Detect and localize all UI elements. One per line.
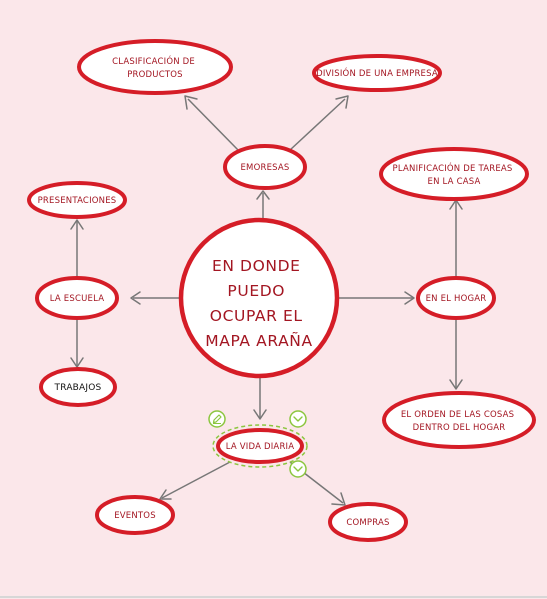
center-line-4: MAPA ARAÑA: [205, 331, 312, 350]
selection-outline: [212, 424, 308, 468]
arrow-hogar-orden: [449, 379, 463, 390]
node-orden[interactable]: EL ORDEN DE LAS COSAS DENTRO DEL HOGAR: [382, 391, 536, 449]
arrow-emoresas-division: [335, 95, 349, 109]
edge-emoresas-clasificacion: [187, 98, 241, 153]
eventos-node-label: EVENTOS: [114, 511, 156, 521]
arrow-escuela-trabajos: [70, 357, 84, 368]
edit-icon[interactable]: [208, 410, 226, 428]
add-icon[interactable]: [289, 460, 307, 478]
arrow-center-escuela: [130, 291, 141, 305]
clasificacion-node-label: CLASIFICACIÓN DE PRODUCTOS: [112, 55, 198, 80]
orden-node-label: EL ORDEN DE LAS COSAS DENTRO DEL HOGAR: [401, 410, 517, 433]
edge-emoresas-division: [289, 98, 346, 151]
division-node-shape: [312, 54, 442, 92]
clasificacion-line-1: CLASIFICACIÓN DE: [112, 55, 195, 67]
node-division[interactable]: DIVISIÓN DE UNA EMPRESA: [312, 54, 442, 92]
center-node-shape: [178, 217, 340, 379]
orden-node-shape: [382, 391, 536, 449]
clasificacion-node-shape: [77, 39, 233, 95]
arrow-center-emoresas: [256, 190, 270, 200]
center-line-2: PUEDO: [227, 282, 285, 300]
planificacion-node-label: PLANIFICACIÓN DE TAREAS EN LA CASA: [393, 162, 516, 187]
arrow-emoresas-clasificacion: [184, 95, 198, 110]
clasificacion-line-2: PRODUCTOS: [127, 70, 183, 80]
arrow-vida-eventos: [159, 489, 172, 500]
arrow-vida-compras: [331, 492, 346, 506]
center-line-3: OCUPAR EL: [210, 307, 303, 325]
node-emoresas[interactable]: EMORESAS: [223, 144, 307, 190]
escuela-node-shape: [35, 276, 119, 320]
hogar-node-label: EN EL HOGAR: [426, 294, 487, 304]
vida-node-label: LA VIDA DIARIA: [226, 442, 295, 452]
emoresas-node-label: EMORESAS: [240, 163, 289, 173]
vida-node-shape: [216, 428, 304, 464]
orden-line-2: DENTRO DEL HOGAR: [413, 423, 506, 433]
arrow-center-hogar: [404, 291, 415, 305]
edge-vida-eventos: [161, 461, 231, 499]
connectors: [70, 95, 463, 506]
emoresas-node-shape: [223, 144, 307, 190]
orden-line-1: EL ORDEN DE LAS COSAS: [401, 410, 514, 420]
presentaciones-node-shape: [27, 181, 127, 219]
division-node-label: DIVISIÓN DE UNA EMPRESA: [316, 67, 438, 79]
trabajos-node-label: TRABAJOS: [54, 383, 102, 393]
arrow-center-vida: [253, 409, 267, 420]
node-trabajos[interactable]: TRABAJOS: [39, 367, 117, 407]
node-clasificacion[interactable]: CLASIFICACIÓN DE PRODUCTOS: [77, 39, 233, 95]
center-node-label: EN DONDE PUEDO OCUPAR EL MAPA ARAÑA: [205, 257, 312, 350]
hogar-node-shape: [416, 276, 496, 320]
node-escuela[interactable]: LA ESCUELA: [35, 276, 119, 320]
planificacion-line-2: EN LA CASA: [428, 177, 481, 187]
node-compras[interactable]: COMPRAS: [328, 502, 408, 542]
planificacion-node-shape: [379, 147, 529, 201]
node-center[interactable]: EN DONDE PUEDO OCUPAR EL MAPA ARAÑA: [178, 217, 340, 379]
node-eventos[interactable]: EVENTOS: [95, 495, 175, 535]
center-line-1: EN DONDE: [212, 257, 301, 275]
chevron-down-icon[interactable]: [289, 410, 307, 428]
node-planificacion[interactable]: PLANIFICACIÓN DE TAREAS EN LA CASA: [379, 147, 529, 201]
eventos-node-shape: [95, 495, 175, 535]
planificacion-line-1: PLANIFICACIÓN DE TAREAS: [393, 162, 513, 174]
compras-node-shape: [328, 502, 408, 542]
compras-node-label: COMPRAS: [346, 518, 389, 528]
node-hogar[interactable]: EN EL HOGAR: [416, 276, 496, 320]
arrow-escuela-presentaciones: [70, 219, 84, 230]
trabajos-node-shape: [39, 367, 117, 407]
escuela-node-label: LA ESCUELA: [50, 294, 105, 304]
node-vida[interactable]: LA VIDA DIARIA: [212, 424, 308, 468]
node-presentaciones[interactable]: PRESENTACIONES: [27, 181, 127, 219]
presentaciones-node-label: PRESENTACIONES: [38, 196, 117, 206]
